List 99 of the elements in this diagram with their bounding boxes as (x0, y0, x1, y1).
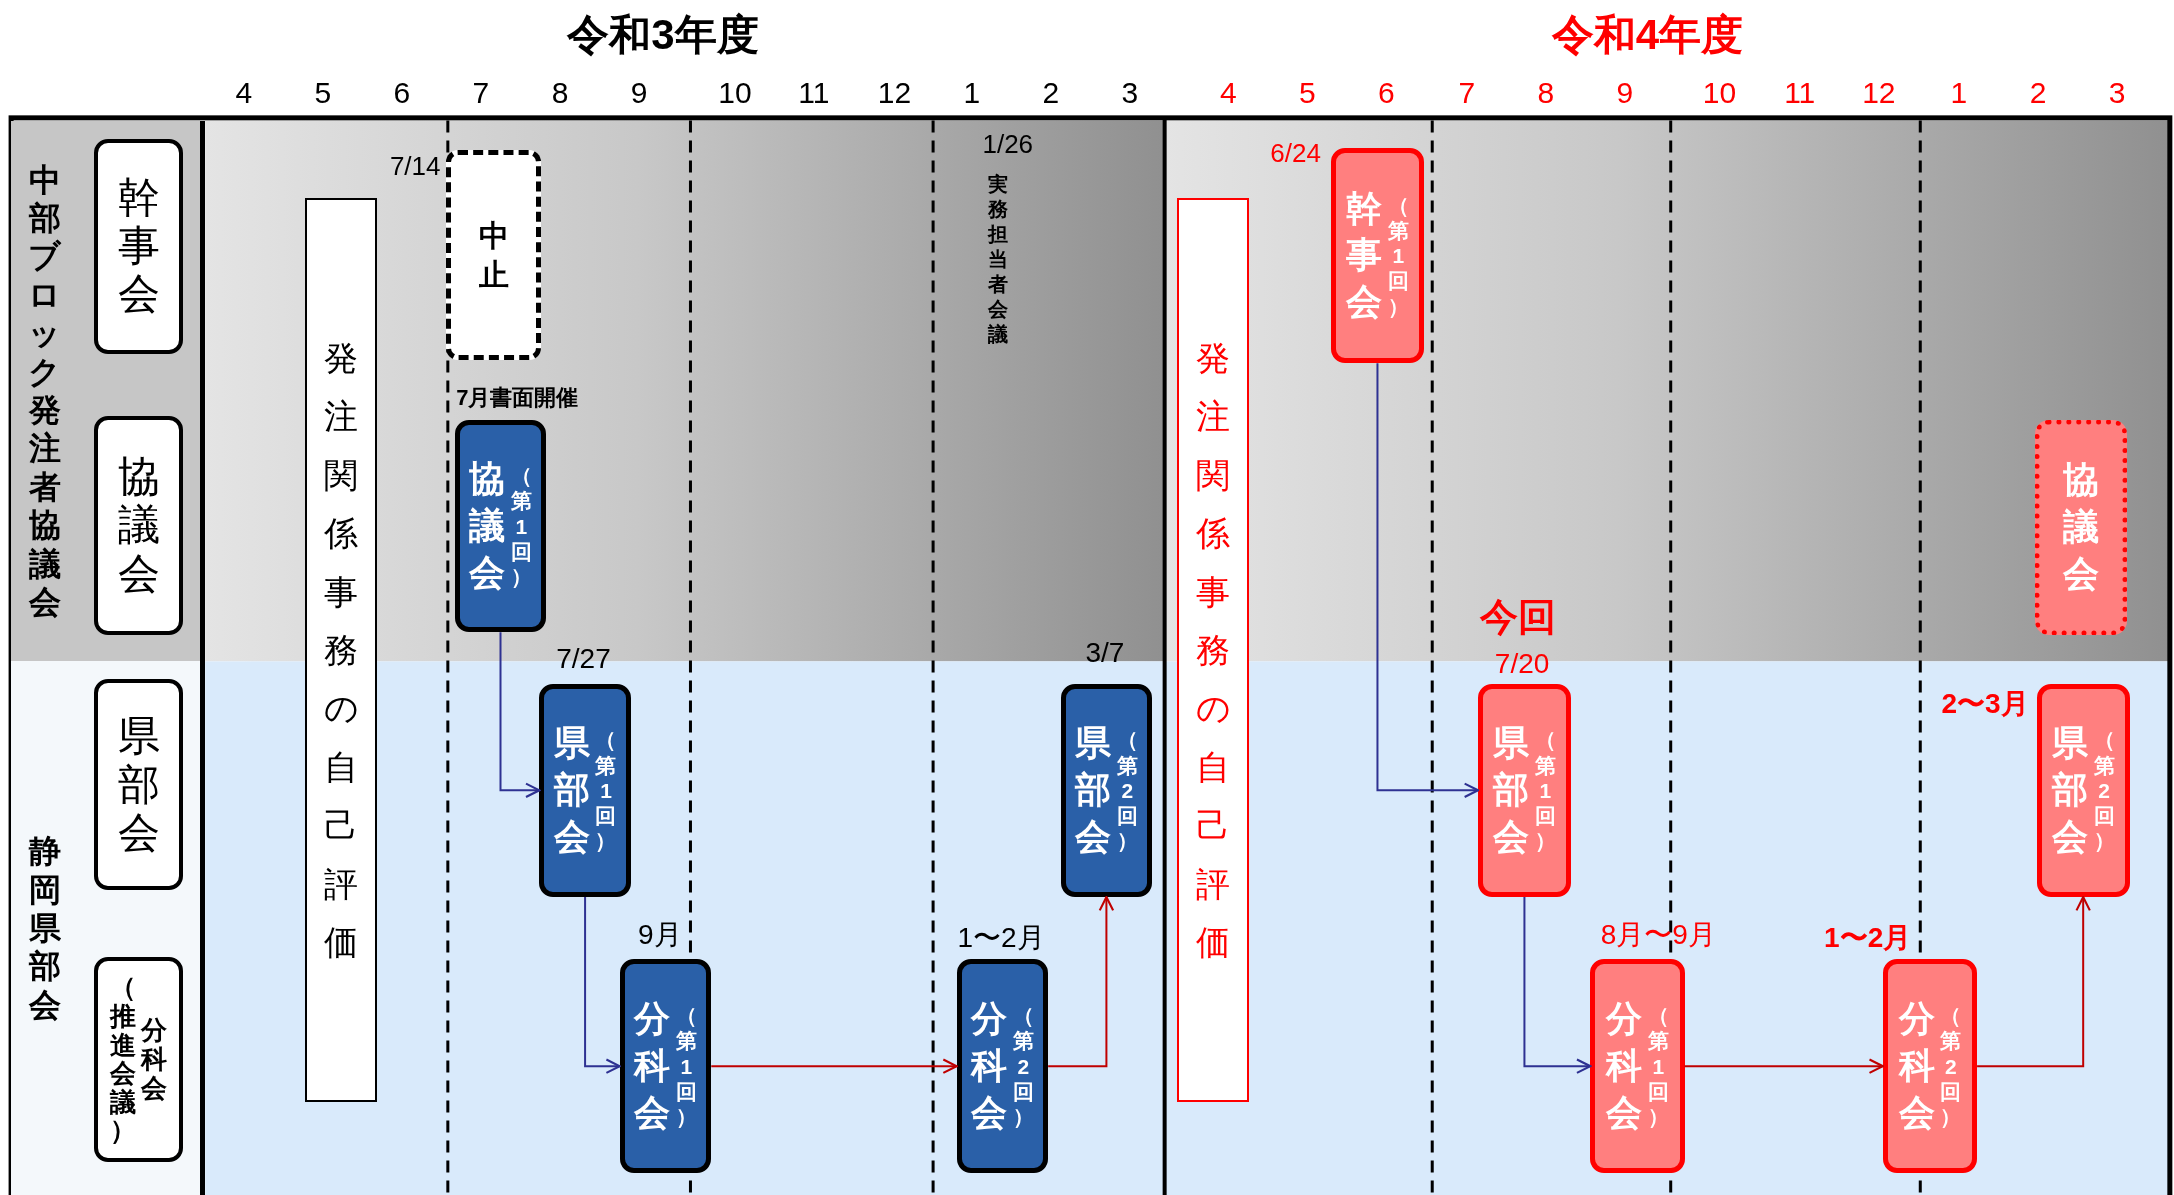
meeting-box (1590, 959, 1685, 1173)
meeting-box (619, 959, 712, 1173)
date-label: 6/24 (1270, 139, 1321, 168)
meeting-number: （第1回） (1647, 1003, 1670, 1130)
meeting-box (454, 420, 547, 633)
meeting-number: （第2回） (1116, 727, 1139, 854)
category-box (94, 679, 183, 891)
box-title: 協議会 (2062, 458, 2100, 596)
fiscal-year-heading: 令和4年度 (1551, 11, 1743, 58)
month-label: 10 (718, 76, 752, 110)
arrow (499, 631, 541, 798)
month-label: 7 (1458, 76, 1476, 110)
arrow (1376, 362, 1480, 798)
meeting-box (956, 959, 1049, 1173)
month-label: 10 (1702, 76, 1737, 110)
month-label: 2 (2029, 76, 2047, 110)
meeting-box (1478, 683, 1571, 898)
box-title: 協議会 (468, 456, 507, 595)
month-label: 9 (1616, 76, 1634, 110)
month-label: 6 (1377, 76, 1395, 110)
meeting-number: （第2回） (2093, 727, 2116, 854)
month-label: 1 (963, 76, 981, 110)
activity-bar (1177, 198, 1250, 1103)
fiscal-year-heading: 令和3年度 (567, 11, 759, 58)
meeting-number: （第2回） (1939, 1003, 1962, 1130)
arrow (710, 1058, 958, 1074)
arrow (1976, 896, 2091, 1068)
meeting-number: （第1回） (510, 463, 533, 590)
box-title: （推進会議） (109, 973, 137, 1146)
date-label: 7/20 (1494, 648, 1550, 680)
box-title: 分科会 (633, 997, 672, 1135)
box-title: 県部会 (116, 712, 161, 858)
row-title: 中部ブロック発注者協議会 (27, 160, 62, 622)
box-title: 幹事会 (1345, 186, 1384, 325)
month-label: 4 (235, 76, 253, 110)
month-label: 8 (1537, 76, 1555, 110)
box-title: 発注関係事務の自己評価 (323, 337, 359, 964)
meeting-box (1331, 148, 1424, 364)
month-label: 2 (1042, 76, 1060, 110)
row-header (11, 120, 206, 662)
box-title: 発注関係事務の自己評価 (1195, 337, 1231, 964)
month-label: 11 (1784, 76, 1816, 110)
box-title: 中止 (477, 218, 510, 294)
date-label: 2〜3月 (1941, 688, 2029, 720)
cancelled-meeting-box (446, 149, 541, 361)
row-title: 静岡県部会 (27, 832, 62, 1025)
row-header (11, 661, 206, 1195)
month-label: 12 (1862, 76, 1896, 110)
date-label: 1〜2月 (957, 923, 1045, 954)
planned-meeting-box (2035, 420, 2127, 635)
month-label: 5 (314, 76, 332, 110)
box-title: 分科会 (1898, 997, 1936, 1135)
category-box (94, 956, 183, 1162)
meeting-number: （第2回） (1012, 1003, 1035, 1130)
box-title: 県部会 (2051, 721, 2090, 859)
meeting-box (2036, 683, 2130, 898)
date-label: 3/7 (1085, 637, 1125, 669)
arrow (1047, 896, 1115, 1068)
month-label: 8 (551, 76, 569, 110)
meeting-number: （第1回） (594, 727, 617, 854)
month-label: 3 (2108, 76, 2126, 110)
box-title: 分科会 (970, 997, 1009, 1135)
box-title: 分科会 (1605, 997, 1644, 1135)
category-box (94, 415, 183, 635)
box-title: 協議会 (116, 453, 161, 598)
highlight-label: 今回 (1480, 597, 1557, 640)
meeting-number: （第1回） (1387, 192, 1410, 319)
event-label: 実務担当者会議 (987, 171, 1010, 347)
date-label: 8月〜9月 (1600, 920, 1716, 952)
arrow (1683, 1058, 1884, 1074)
date-label: 7月書面開催 (456, 385, 579, 411)
month-label: 11 (798, 76, 830, 110)
month-label: 1 (1950, 76, 1968, 110)
box-title: 幹事会 (116, 173, 161, 319)
date-label: 1〜2月 (1824, 923, 1912, 954)
month-label: 12 (877, 76, 912, 110)
box-title: 県部会 (1492, 721, 1531, 859)
meeting-box (1060, 683, 1153, 898)
box-title: 県部会 (553, 721, 591, 859)
box-title: 県部会 (1074, 721, 1113, 859)
meeting-number: （第1回） (675, 1003, 698, 1130)
month-label: 5 (1298, 76, 1316, 110)
month-label: 3 (1121, 76, 1139, 110)
meeting-box (1882, 959, 1978, 1173)
meeting-number: （第1回） (1534, 727, 1557, 854)
box-subtitle: 分科会 (140, 1016, 168, 1103)
activity-bar (305, 198, 378, 1103)
date-label: 7/14 (389, 151, 441, 181)
date-label: 9月 (637, 920, 682, 952)
month-label: 6 (393, 76, 411, 110)
date-label: 7/27 (556, 644, 611, 676)
month-label: 7 (472, 76, 490, 110)
arrow (584, 896, 621, 1074)
category-box (94, 138, 183, 354)
date-label: 1/26 (982, 129, 1034, 159)
month-label: 4 (1219, 76, 1237, 110)
arrow (1523, 896, 1592, 1074)
meeting-box (539, 683, 631, 898)
month-label: 9 (630, 76, 648, 110)
